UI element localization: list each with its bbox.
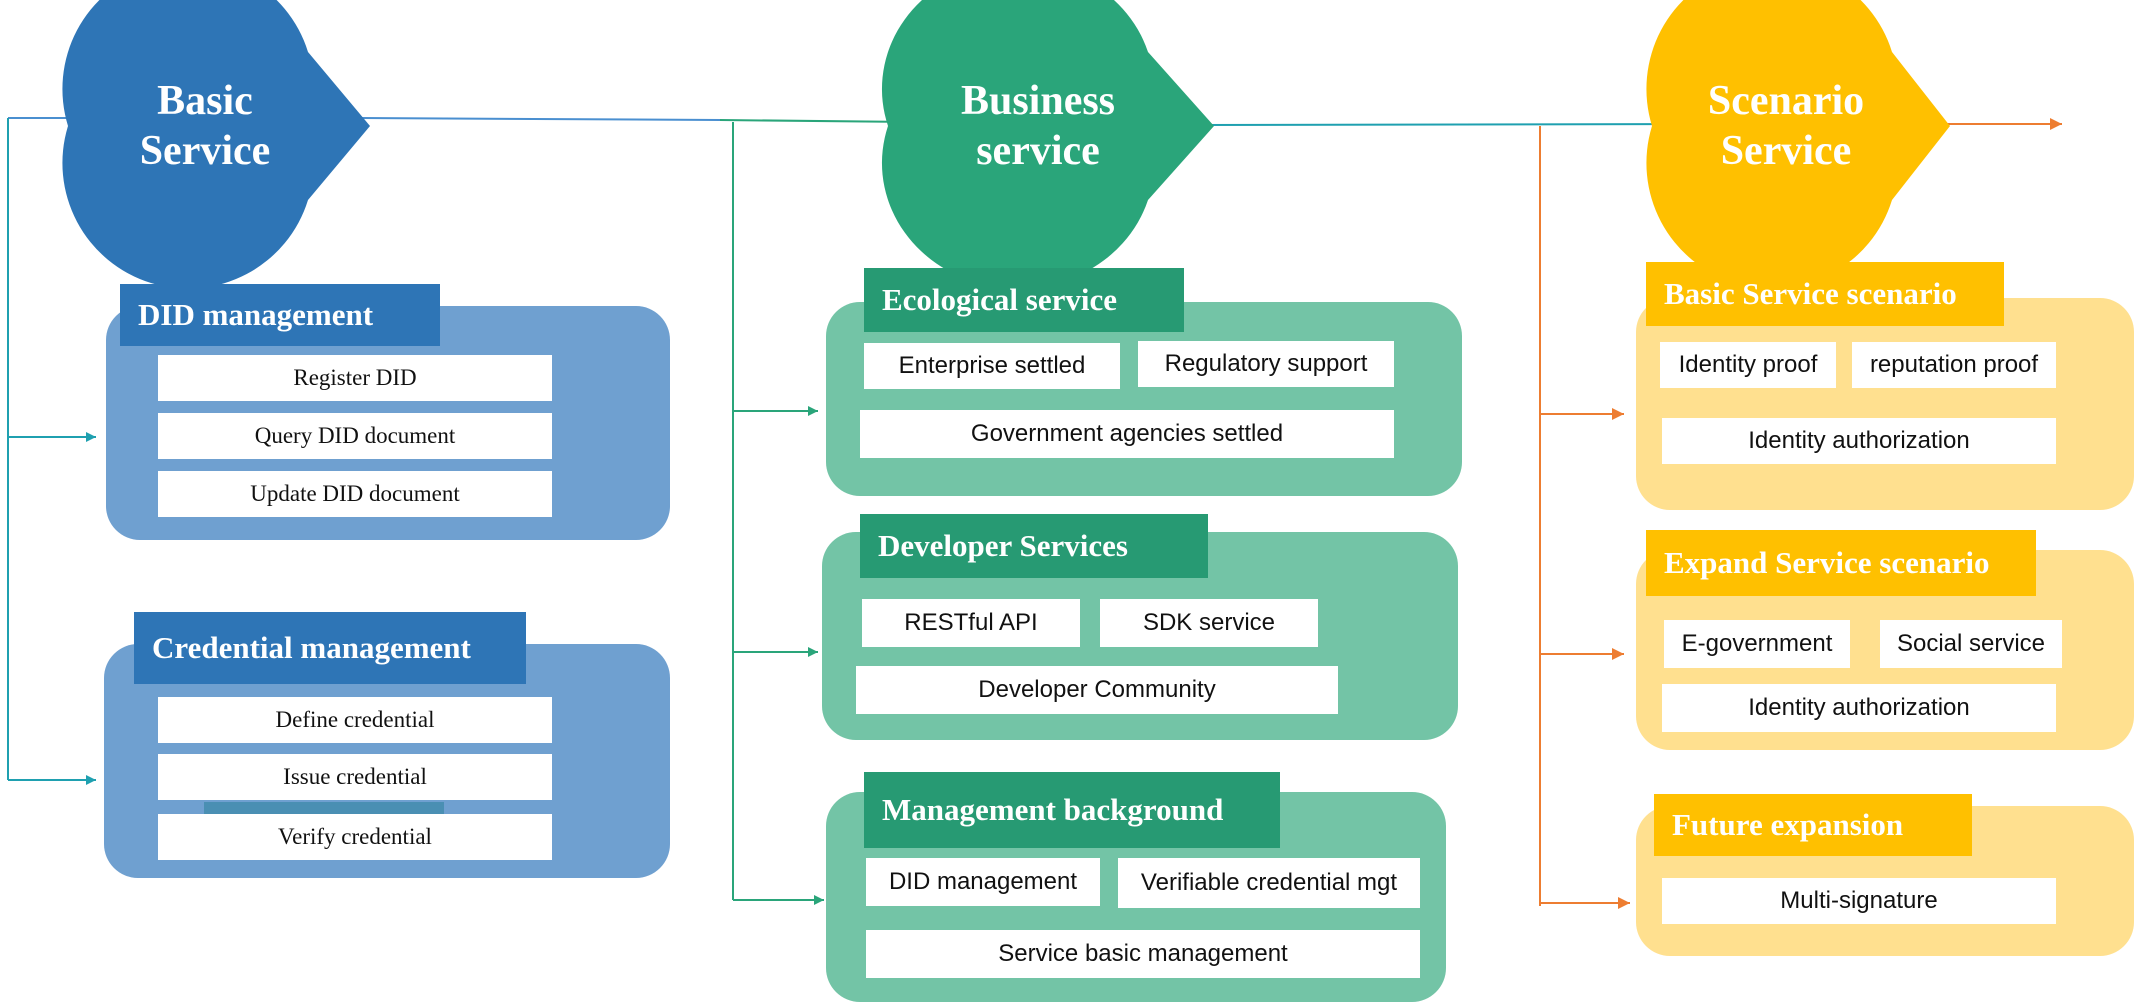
bubble-line-1: Business	[960, 78, 1116, 124]
identity-authorization-item: Identity authorization	[1662, 418, 2056, 464]
define-credential-item: Define credential	[158, 697, 552, 743]
multi-signature-item: Multi-signature	[1662, 878, 2056, 924]
bubble-line-2: Service	[139, 128, 271, 174]
speech-bubble-shape	[1646, 0, 1950, 289]
basic-service-scenario-title: Basic Service scenario	[1646, 262, 2004, 326]
expand-service-scenario-title: Expand Service scenario	[1646, 530, 2036, 596]
regulatory-support-item: Regulatory support	[1138, 341, 1394, 387]
bubble-line-2: Service	[1720, 128, 1852, 174]
bubble-line-1: Scenario	[1707, 78, 1865, 124]
restful-api-item: RESTful API	[862, 599, 1080, 647]
identity-authorization-item: Identity authorization	[1662, 684, 2056, 732]
developer-services-title: Developer Services	[860, 514, 1208, 578]
developer-community-item: Developer Community	[856, 666, 1338, 714]
social-service-item: Social service	[1880, 620, 2062, 668]
issue-credential-item: Issue credential	[158, 754, 552, 800]
e-government-item: E-government	[1664, 620, 1850, 668]
verifiable-credential-mgt-item: Verifiable credential mgt	[1118, 858, 1420, 908]
identity-proof-item: Identity proof	[1660, 342, 1836, 388]
did-management-item: DID management	[866, 858, 1100, 906]
bubble-line-1: Basic	[157, 78, 253, 124]
future-expansion-title: Future expansion	[1654, 794, 1972, 856]
update-did-document-item: Update DID document	[158, 471, 552, 517]
verify-credential-item: Verify credential	[158, 814, 552, 860]
government-agencies-settled-item: Government agencies settled	[860, 410, 1394, 458]
credential-management-title: Credential management	[134, 612, 526, 684]
bubble-line-2: service	[976, 128, 1100, 174]
management-background-title: Management background	[864, 772, 1280, 848]
sdk-service-item: SDK service	[1100, 599, 1318, 647]
enterprise-settled-item: Enterprise settled	[864, 343, 1120, 389]
decorative-bar	[204, 802, 444, 814]
ecological-service-panel	[826, 302, 1462, 496]
basic-service-scenario-panel	[1636, 298, 2134, 510]
business-service-bubble: Business service	[881, 0, 1218, 289]
service-basic-management-item: Service basic management	[866, 930, 1420, 978]
reputation-proof-item: reputation proof	[1852, 342, 2056, 388]
ecological-service-title: Ecological service	[864, 268, 1184, 332]
timeline-scenario	[1199, 123, 1701, 126]
basic-service-bubble: Basic Service	[62, 0, 372, 289]
speech-bubble-shape	[881, 0, 1214, 289]
speech-bubble-shape	[62, 0, 370, 289]
did-management-title: DID management	[120, 284, 440, 346]
register-did-item: Register DID	[158, 355, 552, 401]
query-did-document-item: Query DID document	[158, 413, 552, 459]
scenario-service-bubble: Scenario Service	[1646, 0, 1952, 289]
